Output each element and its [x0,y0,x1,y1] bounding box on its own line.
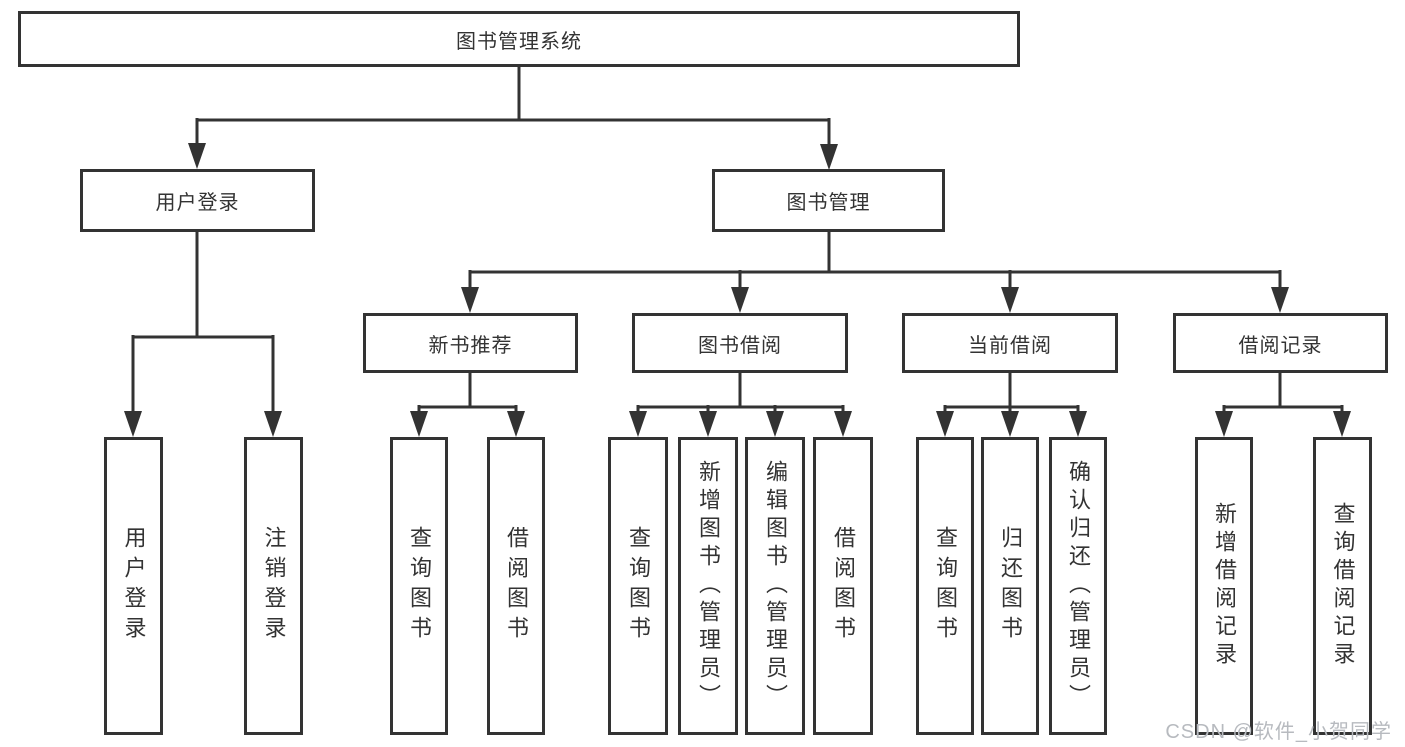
node-label: 图书管理系统 [456,30,582,53]
leaf-label: 借阅图书 [504,526,529,646]
leaf-label: 编辑图书（管理员） [763,460,788,712]
leaf-return-books: 归还图书 [981,437,1039,735]
leaf-user-login: 用户登录 [104,437,163,735]
leaf-label: 注销登录 [261,526,287,646]
node-label: 图书借阅 [698,334,782,357]
leaf-edit-books-admin: 编辑图书（管理员） [745,437,805,735]
leaf-label: 查询图书 [933,526,958,646]
node-library-management-system: 图书管理系统 [18,11,1020,67]
node-label: 用户登录 [155,192,240,214]
leaf-label: 用户登录 [121,526,147,646]
leaf-add-books-admin: 新增图书（管理员） [678,437,738,735]
csdn-watermark: CSDN @软件_小贺同学 [1165,721,1392,743]
leaf-label: 新增图书（管理员） [696,460,721,712]
node-label: 借阅记录 [1238,334,1323,357]
node-book-borrowing: 图书借阅 [632,313,848,373]
node-new-book-recommend: 新书推荐 [363,313,578,373]
leaf-label: 借阅图书 [831,526,856,646]
node-label: 新书推荐 [428,334,513,357]
leaf-query-borrow-record: 查询借阅记录 [1313,437,1372,735]
leaf-recommend-borrow-books: 借阅图书 [487,437,545,735]
leaf-label: 查询图书 [626,526,651,646]
node-current-borrowing: 当前借阅 [902,313,1118,373]
node-label: 图书管理 [786,192,871,214]
leaf-add-borrow-record: 新增借阅记录 [1195,437,1253,735]
leaf-label: 归还图书 [998,526,1023,646]
leaf-current-query-books: 查询图书 [916,437,974,735]
node-user-login: 用户登录 [80,169,315,232]
leaf-label: 新增借阅记录 [1212,502,1237,670]
leaf-label: 查询借阅记录 [1330,502,1356,670]
node-label: 当前借阅 [968,334,1052,357]
leaf-label: 查询图书 [407,526,432,646]
leaf-logout-login: 注销登录 [244,437,303,735]
leaf-borrowing-borrow-books: 借阅图书 [813,437,873,735]
leaf-confirm-return-admin: 确认归还（管理员） [1049,437,1107,735]
leaf-recommend-query-books: 查询图书 [390,437,448,735]
node-book-management: 图书管理 [712,169,945,232]
leaf-borrowing-query-books: 查询图书 [608,437,668,735]
node-borrowing-records: 借阅记录 [1173,313,1388,373]
leaf-label: 确认归还（管理员） [1066,460,1091,712]
